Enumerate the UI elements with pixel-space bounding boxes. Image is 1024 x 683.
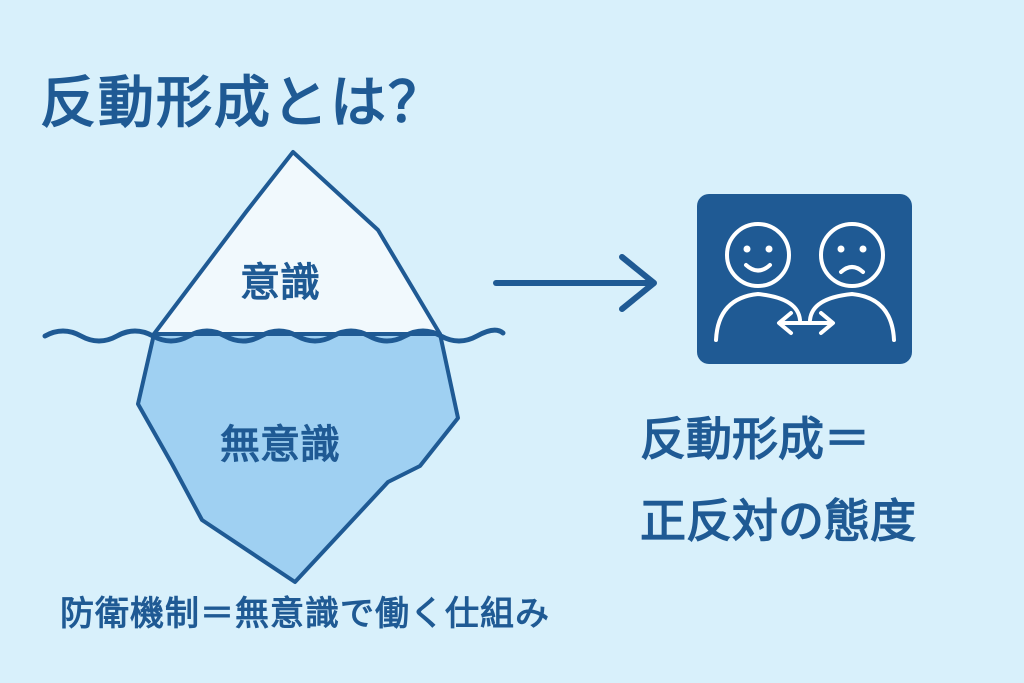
definition-line-2: 正反対の態度	[640, 494, 916, 548]
definition-text: 反動形成＝ 正反対の態度	[640, 398, 1000, 562]
caption: 防衛機制＝無意識で働く仕組み	[60, 594, 550, 634]
conscious-label: 意識	[240, 260, 320, 306]
iceberg-submerged	[136, 332, 460, 584]
right-arrow-icon	[493, 254, 657, 312]
left-right-arrow-icon	[777, 311, 835, 335]
happy-face-icon	[714, 222, 802, 342]
sad-face-icon	[808, 222, 896, 342]
unconscious-label: 無意識	[220, 422, 340, 468]
definition-line-1: 反動形成＝	[640, 412, 870, 466]
page-title: 反動形成とは？	[40, 71, 446, 136]
happy-sad-faces-icon	[697, 194, 912, 364]
water-line	[42, 327, 506, 344]
